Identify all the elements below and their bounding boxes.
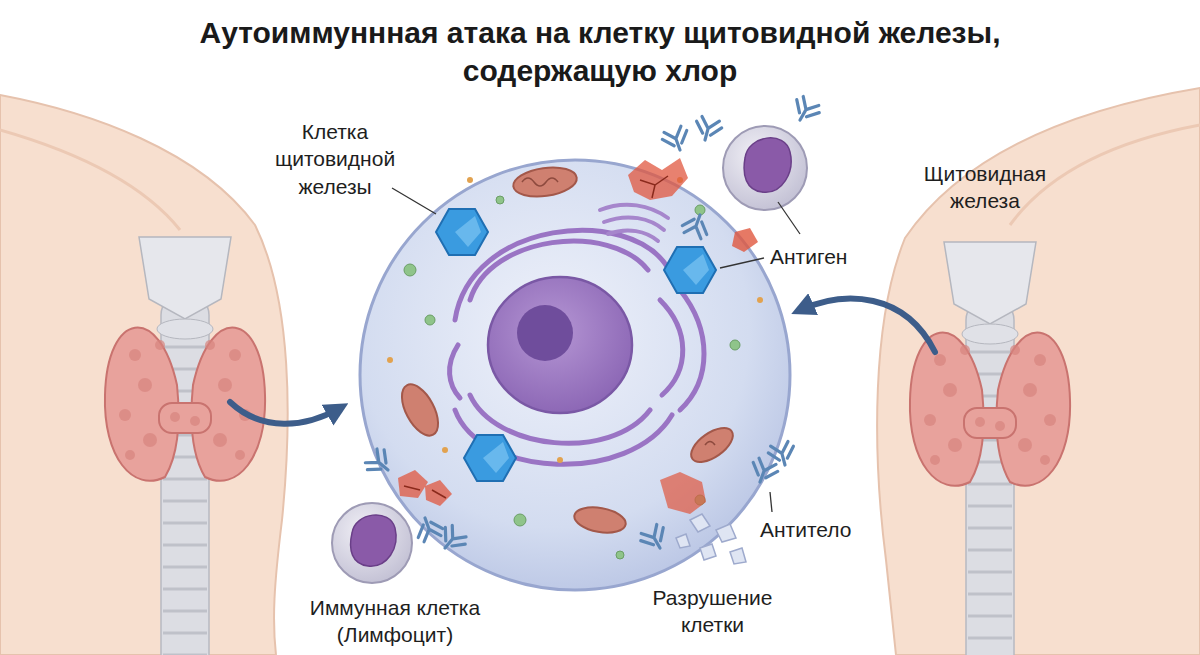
jaw-line	[0, 130, 180, 230]
antibodies	[413, 514, 445, 544]
antibodies	[638, 522, 672, 554]
leader-lines	[770, 492, 772, 512]
cell-fragments	[730, 548, 746, 564]
antibodies	[363, 446, 397, 480]
callout-label: Антитело	[760, 516, 852, 543]
antigen-hexagons	[455, 216, 481, 247]
antigen-hexagons	[436, 209, 488, 255]
vesicles	[404, 264, 416, 276]
lymphocyte	[744, 138, 791, 192]
cell-damage	[628, 158, 688, 200]
lymphocyte	[723, 126, 807, 210]
endoplasmic-reticulum	[450, 345, 460, 398]
cell-damage	[398, 470, 428, 498]
cell-damage	[398, 158, 758, 514]
mitochondria	[394, 164, 738, 537]
nucleus	[488, 277, 632, 413]
callout-label: Разрушение клетки	[640, 584, 785, 639]
diagram-title: Аутоиммуннная атака на клетку щитовидной…	[185, 14, 1015, 89]
cell-fragments	[676, 534, 690, 548]
endoplasmic-reticulum	[680, 290, 704, 410]
cell-damage	[660, 472, 706, 514]
callout-label: Щитовидная железа	[910, 160, 1060, 215]
cell-damage	[732, 228, 758, 252]
flow-arrow	[230, 402, 340, 424]
cell-fragments	[700, 544, 716, 560]
antibodies	[680, 211, 712, 241]
antibodies	[660, 125, 692, 155]
vesicles	[404, 196, 740, 559]
lymphocyte	[332, 503, 412, 583]
leader-lines	[392, 188, 436, 214]
cell-fragments	[676, 514, 746, 564]
callout-label: Клетка щитовидной железы	[270, 118, 400, 200]
cell-fragments	[690, 514, 710, 532]
antigen-hexagons	[683, 254, 709, 285]
callout-label: Антиген	[770, 243, 847, 270]
granules	[387, 177, 763, 463]
golgi	[608, 230, 658, 241]
antibodies	[748, 457, 780, 487]
granules	[557, 457, 563, 463]
vesicles	[425, 315, 435, 325]
antibodies	[767, 440, 798, 468]
vesicles	[616, 551, 624, 559]
lymphocyte	[723, 126, 807, 210]
granules	[442, 447, 448, 453]
mitochondria	[685, 421, 738, 468]
thyroid-figure	[910, 242, 1070, 655]
granules	[757, 297, 763, 303]
antigen-hexagons	[664, 247, 716, 293]
lymphocyte	[332, 503, 412, 583]
leader-lines	[778, 202, 800, 234]
antibodies	[363, 94, 822, 556]
flow-arrow	[800, 299, 935, 352]
leader-lines	[720, 258, 764, 268]
vesicles	[496, 196, 504, 204]
leader-lines	[392, 188, 800, 512]
cell-damage	[640, 176, 668, 198]
granules	[387, 357, 393, 363]
golgi	[600, 205, 668, 241]
antigen-hexagons	[436, 209, 716, 481]
cell-damage	[404, 486, 446, 498]
mitochondria	[511, 164, 578, 201]
antibodies	[692, 115, 723, 143]
golgi	[604, 217, 664, 230]
callout-label: Иммунная клетка (Лимфоцит)	[290, 594, 500, 649]
cell-fragments	[716, 524, 736, 542]
nucleolus	[517, 305, 573, 361]
vesicles	[514, 514, 526, 526]
thyroid-figure	[105, 237, 265, 655]
vesicles	[730, 340, 740, 350]
lymphocyte	[351, 515, 397, 566]
cell-membrane	[360, 160, 790, 590]
antibodies	[789, 94, 823, 126]
granules	[467, 177, 473, 183]
antigen-hexagons	[483, 442, 509, 473]
mitochondria	[522, 178, 715, 445]
mitochondria	[572, 504, 627, 537]
endoplasmic-reticulum	[660, 300, 683, 395]
antigen-hexagons	[464, 435, 516, 481]
mitochondria	[394, 379, 445, 442]
